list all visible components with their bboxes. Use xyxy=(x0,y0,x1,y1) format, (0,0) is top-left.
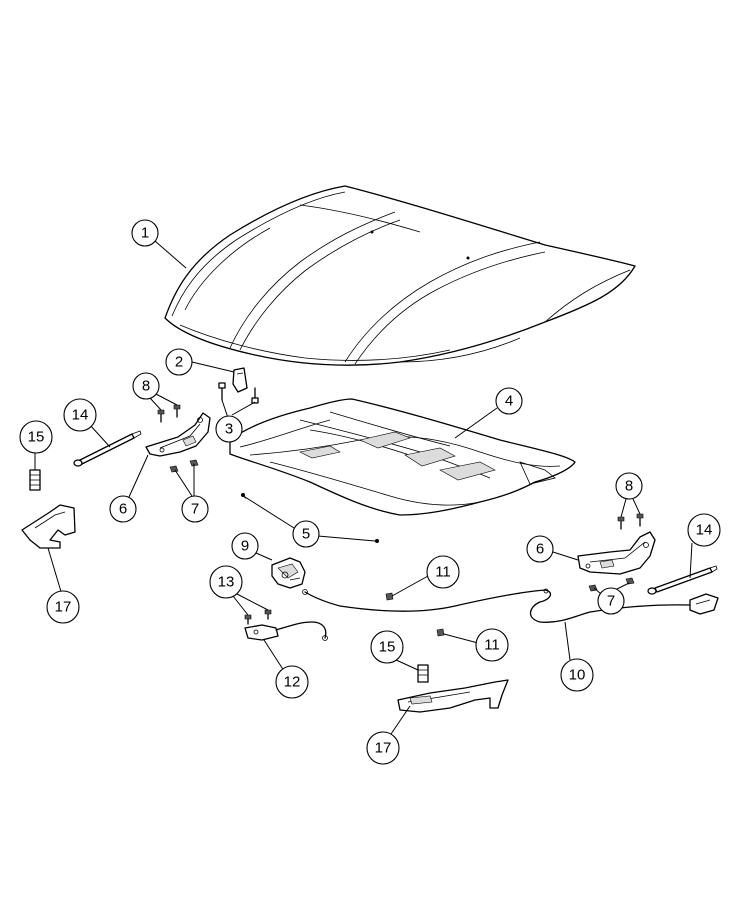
callout-7-right-label: 7 xyxy=(607,593,615,610)
bumper-stop-left xyxy=(29,469,41,491)
callout-17-right-label: 17 xyxy=(375,740,392,757)
hood-pins xyxy=(218,382,259,404)
callout-11-lower: 11 xyxy=(475,628,509,662)
hood-hinge-right xyxy=(577,531,656,575)
callout-15-right-label: 15 xyxy=(379,639,396,656)
callout-17-right: 17 xyxy=(366,731,400,765)
callout-12-label: 12 xyxy=(284,674,301,691)
cable-clips xyxy=(385,592,445,637)
callout-11-lower-label: 11 xyxy=(484,637,500,654)
callout-1-label: 1 xyxy=(141,225,149,242)
callout-15-right: 15 xyxy=(370,630,404,664)
callout-7-left-label: 7 xyxy=(191,501,199,518)
hood-panel xyxy=(164,185,636,366)
hood-support-rod-right xyxy=(647,565,718,595)
callout-8-left-label: 8 xyxy=(142,378,150,395)
bracket-right xyxy=(397,679,509,713)
bracket-left xyxy=(21,504,76,549)
callout-14-left: 14 xyxy=(63,398,97,432)
callout-1: 1 xyxy=(131,219,159,247)
callout-9-label: 9 xyxy=(241,538,249,555)
callout-8-left: 8 xyxy=(132,372,160,400)
callout-12: 12 xyxy=(275,665,309,699)
hinge-bolts-left xyxy=(157,404,181,423)
leader-lines xyxy=(34,240,693,738)
callout-9: 9 xyxy=(231,532,259,560)
secondary-latch xyxy=(244,621,328,641)
callout-13: 13 xyxy=(209,565,243,599)
hinge-nuts-left xyxy=(169,459,199,473)
callout-14-right-label: 14 xyxy=(696,522,713,539)
callout-15-left: 15 xyxy=(19,420,53,454)
callout-13-label: 13 xyxy=(218,574,235,591)
hinge-bolts-right xyxy=(617,513,644,530)
callout-7-right: 7 xyxy=(597,587,625,615)
callout-17-left-label: 17 xyxy=(55,599,72,616)
callout-5-label: 5 xyxy=(302,526,310,543)
callout-6-right: 6 xyxy=(526,535,554,563)
callout-10: 10 xyxy=(560,658,594,692)
bumper-stop-right xyxy=(417,664,429,683)
latch-bolts xyxy=(244,609,272,625)
callout-5: 5 xyxy=(292,520,320,548)
callout-2: 2 xyxy=(165,348,193,376)
callout-7-left: 7 xyxy=(181,495,209,523)
callout-8-right: 8 xyxy=(615,472,643,500)
hood-release-cable xyxy=(302,588,719,623)
callout-3-label: 3 xyxy=(225,421,233,438)
hood-support-rod-left xyxy=(73,430,142,467)
callout-15-left-label: 15 xyxy=(28,429,45,446)
callout-14-left-label: 14 xyxy=(72,407,89,424)
callout-4-label: 4 xyxy=(505,393,513,410)
callout-2-label: 2 xyxy=(175,354,183,371)
callout-14-right: 14 xyxy=(687,513,721,547)
callout-11-upper-label: 11 xyxy=(435,564,451,581)
hood-latch xyxy=(271,557,306,589)
callout-10-label: 10 xyxy=(569,667,586,684)
push-pin-clips xyxy=(241,493,379,543)
callout-6-left-label: 6 xyxy=(119,501,127,518)
hood-bumper xyxy=(232,367,248,393)
callout-17-left: 17 xyxy=(46,590,80,624)
callout-4: 4 xyxy=(495,387,523,415)
hood-hinge-left xyxy=(145,412,211,457)
callout-6-right-label: 6 xyxy=(536,541,544,558)
callout-3: 3 xyxy=(215,415,243,443)
callout-11-upper: 11 xyxy=(426,555,460,589)
hood-insulation xyxy=(229,398,576,516)
callout-6-left: 6 xyxy=(109,495,137,523)
callout-8-right-label: 8 xyxy=(625,478,633,495)
